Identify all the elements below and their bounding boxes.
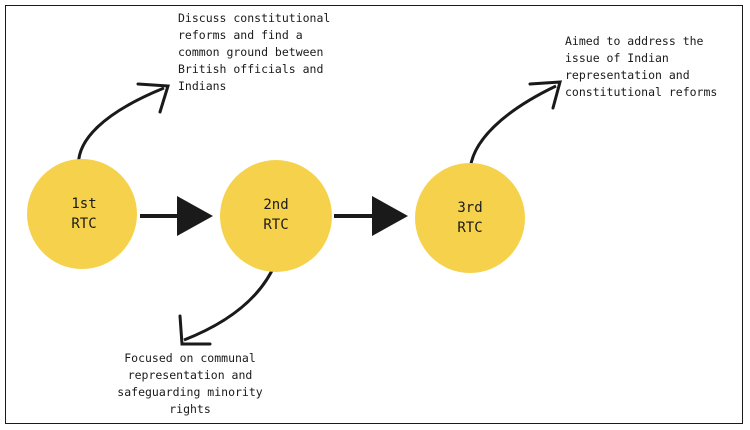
- node-rtc1: 1st RTC: [27, 159, 137, 269]
- diagram-frame: [5, 5, 743, 424]
- arrow-rtc3-to-note: [468, 84, 557, 177]
- arrowhead-rtc2-note: [178, 314, 212, 346]
- arrow-rtc2-to-note: [183, 261, 278, 342]
- node-rtc2-label-top: 2nd: [263, 197, 288, 213]
- node-rtc2: 2nd RTC: [220, 160, 332, 272]
- node-rtc3-label-top: 3rd: [457, 200, 482, 216]
- node-rtc3-label-bottom: RTC: [457, 220, 482, 236]
- note-rtc2: Focused on communal representation and s…: [117, 351, 263, 416]
- node-rtc3: 3rd RTC: [415, 163, 525, 273]
- arrowhead-rtc1-note: [136, 82, 170, 114]
- note-rtc3: Aimed to address the issue of Indian rep…: [565, 34, 718, 99]
- arrowhead-rtc3-note: [528, 80, 562, 110]
- note-rtc1: Discuss constitutional reforms and find …: [178, 11, 331, 93]
- node-rtc1-label-top: 1st: [71, 196, 96, 212]
- node-rtc2-label-bottom: RTC: [263, 217, 288, 233]
- node-rtc1-label-bottom: RTC: [71, 216, 96, 232]
